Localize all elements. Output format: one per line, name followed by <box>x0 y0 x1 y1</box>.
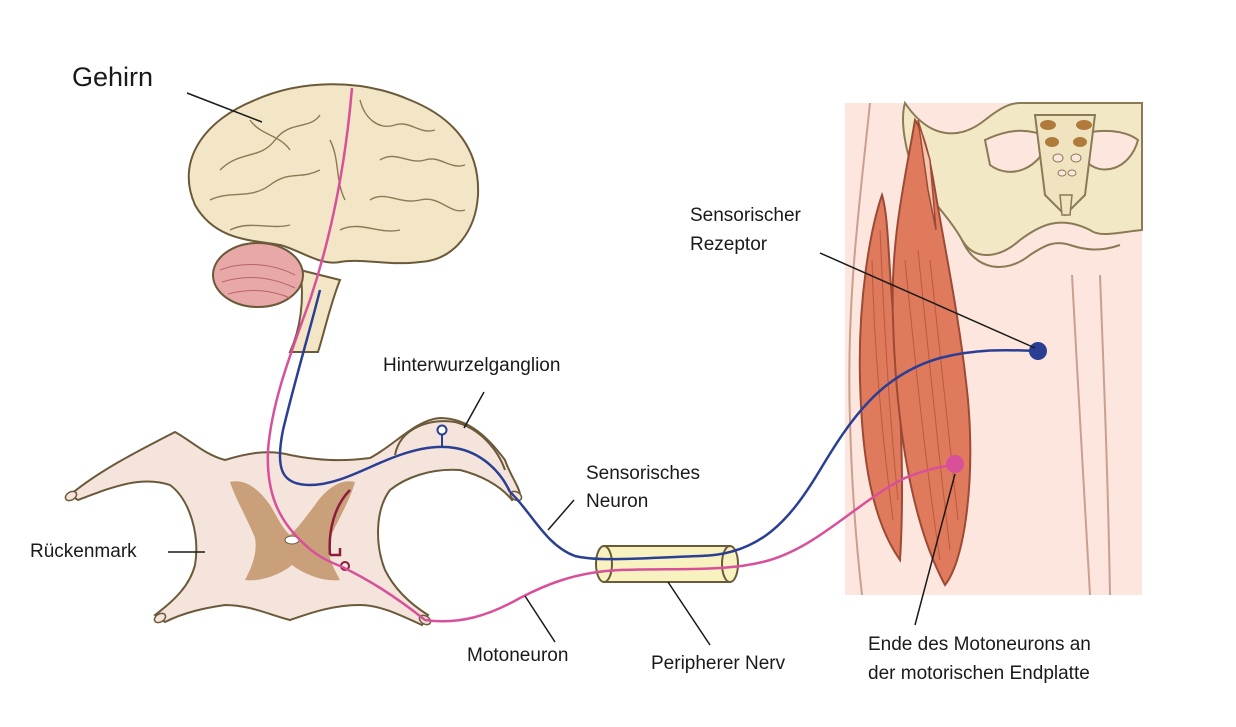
motor-end-plate-dot <box>946 455 964 473</box>
peripheral-nerve-pointer-line <box>667 581 711 646</box>
ganglion-cell-body <box>436 424 448 436</box>
label-sensory-receptor-1: Sensorischer <box>690 205 801 226</box>
muscle-left <box>858 191 903 563</box>
brain-illustration <box>186 83 480 353</box>
label-spinal-cord: Rückenmark <box>30 541 137 562</box>
cerebrum <box>187 83 480 265</box>
sensory-neuron-pointer-line <box>547 499 575 531</box>
label-sensory-receptor-2: Rezeptor <box>690 234 768 255</box>
tendon-top <box>917 119 937 231</box>
label-motor-end-2: der motorischen Endplatte <box>868 663 1090 684</box>
spinal-stub-left <box>64 490 78 502</box>
leg-outline <box>848 102 871 596</box>
peripheral-nerve-sheath <box>595 545 739 583</box>
spinal-cord-section <box>64 416 523 627</box>
grey-matter <box>230 481 355 581</box>
label-sensory-neuron-2: Neuron <box>586 491 649 512</box>
inner-leg-outline-2 <box>1099 274 1111 596</box>
ganglion-pointer-line <box>463 391 485 429</box>
interneuron-path <box>328 489 351 557</box>
pelvis-bone <box>902 100 1143 268</box>
label-motor-end-1: Ende des Motoneurons an <box>868 634 1091 655</box>
label-dorsal-root-ganglion: Hinterwurzelganglion <box>383 355 561 376</box>
label-motor-neuron: Motoneuron <box>467 645 569 666</box>
spinal-stub-bottom-left <box>153 612 167 624</box>
cerebellum <box>212 242 304 308</box>
ascending-sensory-path <box>278 289 512 493</box>
upper-motor-neuron-path <box>266 87 354 568</box>
inner-leg-outline <box>1071 274 1091 596</box>
brain-pointer-line <box>186 92 263 123</box>
sensory-receptor-dot <box>1029 342 1047 360</box>
label-brain: Gehirn <box>72 62 154 92</box>
end-plate-pointer-line <box>914 473 956 626</box>
label-peripheral-nerve: Peripherer Nerv <box>651 653 786 674</box>
receptor-pointer-line <box>819 252 1036 349</box>
dorsal-root-ganglion <box>394 420 506 471</box>
spinal-cord-outline <box>68 416 522 627</box>
thigh-muscles <box>858 117 972 587</box>
motor-neuron-path <box>339 463 956 623</box>
label-sensory-neuron-1: Sensorisches <box>586 463 701 484</box>
motor-neuron-pointer-line <box>524 595 556 643</box>
sensory-neuron-path <box>509 348 1039 561</box>
leg-illustration <box>845 100 1143 596</box>
